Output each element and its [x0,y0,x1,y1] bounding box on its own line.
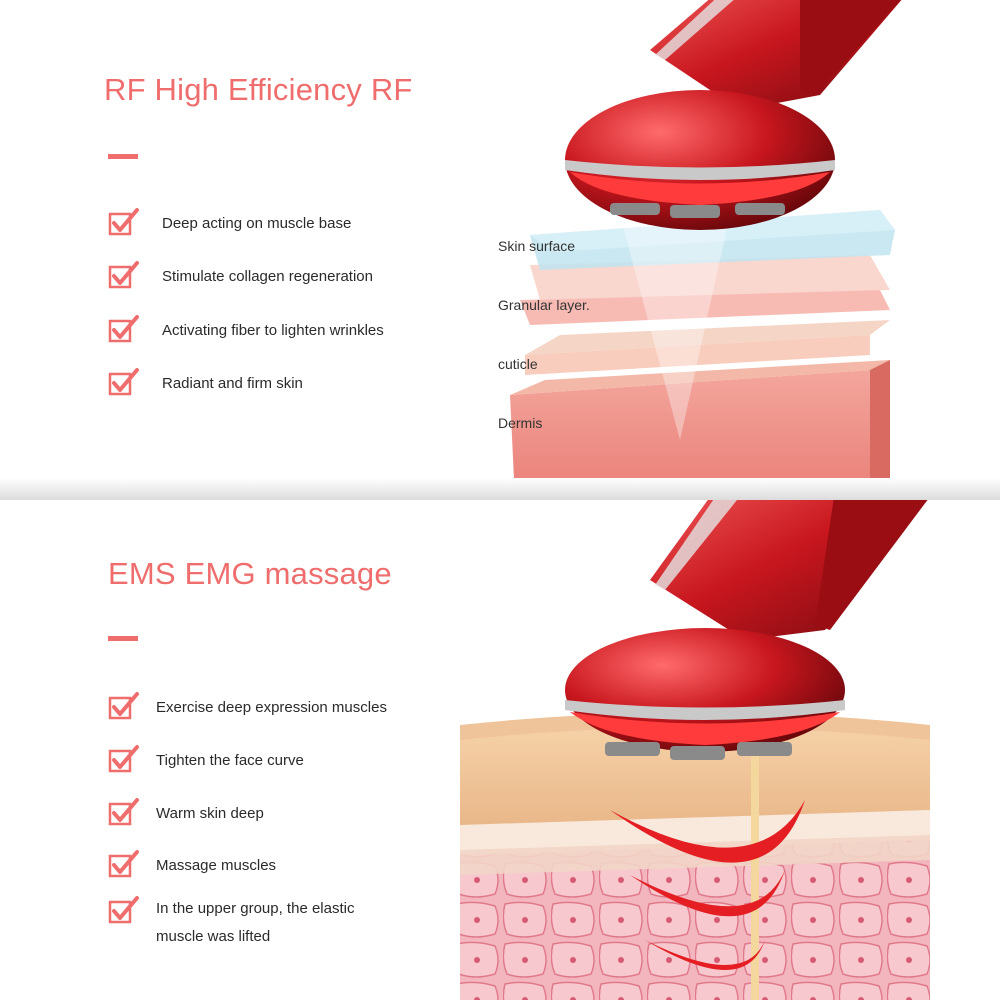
checkmark-icon [108,798,139,826]
ems-feature-label-line1: In the upper group, the elastic [156,900,355,917]
ems-panel: EMS EMG massage Exercise deep expression… [0,500,1000,1000]
checkmark-icon [108,315,139,343]
title-underline [108,154,138,159]
ems-skin-illustration [460,500,930,1000]
rf-feature-label: Stimulate collagen regeneration [162,268,373,285]
checkmark-icon [108,368,139,396]
skin-layers-illustration [510,0,902,500]
title-underline [108,636,138,641]
panel-divider [0,478,1000,500]
ems-feature-label: Massage muscles [156,857,277,874]
layer-label-cuticle: cuticle [498,356,538,372]
rf-feature-label: Deep acting on muscle base [162,215,352,232]
layer-label-granular: Granular layer. [498,297,590,313]
ems-title: EMS EMG massage [108,556,392,591]
layer-label-dermis: Dermis [498,415,543,431]
ems-feature-label: Exercise deep expression muscles [156,699,387,716]
rf-panel: RF High Efficiency RF Deep acting on mus… [0,0,1000,500]
checkmark-icon [108,692,139,720]
rf-feature-label: Activating fiber to lighten wrinkles [162,322,384,339]
checkmark-icon [108,896,139,924]
rf-feature-label: Radiant and firm skin [162,375,303,392]
checkmark-icon [108,745,139,773]
layer-label-skin-surface: Skin surface [498,238,576,254]
checkmark-icon [108,208,139,236]
ems-feature-label: Tighten the face curve [156,752,304,769]
checkmark-icon [108,850,139,878]
ems-feature-label: Warm skin deep [156,805,264,822]
rf-title: RF High Efficiency RF [104,72,413,107]
ems-feature-label-line2: muscle was lifted [156,928,271,945]
checkmark-icon [108,261,139,289]
